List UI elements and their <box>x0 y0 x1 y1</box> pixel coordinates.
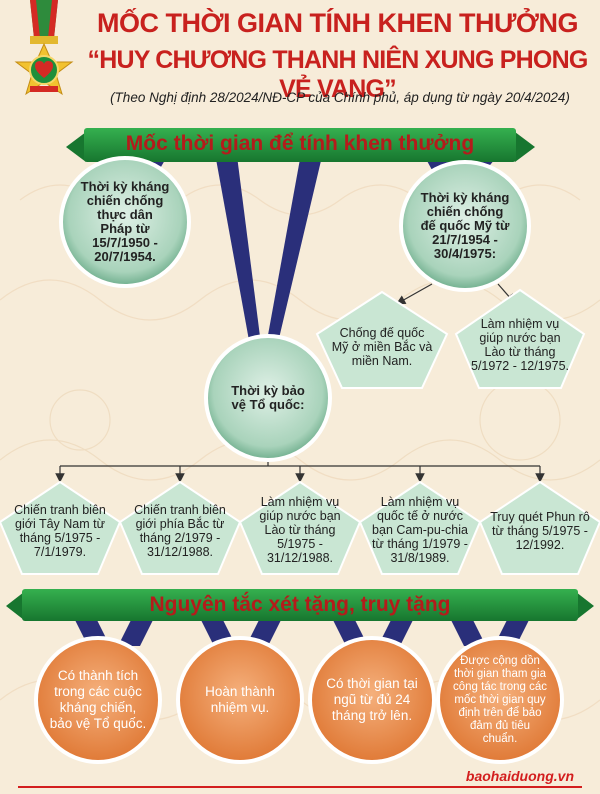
pentagon-fulro <box>478 480 600 575</box>
principle-4: Được cộng dồn thời gian tham gia công tá… <box>453 654 547 745</box>
orange-circle-3 <box>308 636 436 764</box>
defense-item-4: Làm nhiệm vụ quốc tế ở nước bạn Cam-pu-c… <box>372 495 468 565</box>
circle-defense <box>204 334 332 462</box>
pentagon-laos <box>454 288 586 389</box>
pentagon-southwest <box>0 480 122 575</box>
defense-item-1: Chiến tranh biên giới Tây Nam từ tháng 5… <box>14 503 106 559</box>
node-defense-text: Thời kỳ bảo vệ Tổ quốc: <box>231 383 305 412</box>
circle-french <box>59 156 191 288</box>
defense-item-2: Chiến tranh biên giới phía Bắc từ tháng … <box>134 503 226 559</box>
orange-circle-4 <box>436 636 564 764</box>
defense-item-5: Truy quét Phun rô từ tháng 5/1975 - 12/1… <box>490 510 590 552</box>
principle-2: Hoàn thành nhiệm vụ. <box>205 684 275 715</box>
banner-2 <box>6 589 594 621</box>
node-laos-text: Làm nhiệm vụ giúp nước bạn Lào từ tháng … <box>471 317 569 373</box>
medal-icon <box>14 0 74 96</box>
orange-circle-2 <box>176 636 304 764</box>
principle-3: Có thời gian tại ngũ từ đủ 24 tháng trở … <box>326 676 418 723</box>
title-line-2: “HUY CHƯƠNG THANH NIÊN XUNG PHONG VẺ VAN… <box>87 46 589 103</box>
pentagon-north-south <box>315 290 449 389</box>
source-credit: baohaiduong.vn <box>465 768 574 784</box>
banner-1-title: Mốc thời gian để tính khen thưởng <box>125 132 475 155</box>
pentagon-laos-2 <box>238 480 362 575</box>
subtitle: (Theo Nghị định 28/2024/NĐ-CP của Chính … <box>110 90 570 105</box>
banner-1 <box>66 128 535 162</box>
pentagon-cambodia <box>358 480 482 575</box>
defense-item-3: Làm nhiệm vụ giúp nước bạn Lào từ tháng … <box>259 495 341 565</box>
title-line-1: MỐC THỜI GIAN TÍNH KHEN THƯỞNG <box>97 8 578 38</box>
pentagon-north-border <box>118 480 242 575</box>
node-us-text: Thời kỳ kháng chiến chống đế quốc Mỹ từ … <box>420 190 510 261</box>
node-north-south-text: Chống đế quốc Mỹ ở miền Bắc và miền Nam. <box>331 326 433 368</box>
orange-circle-1 <box>34 636 162 764</box>
banner-2-title: Nguyên tắc xét tặng, truy tặng <box>149 593 451 616</box>
principle-1: Có thành tích trong các cuộc kháng chiến… <box>49 668 147 731</box>
circle-us <box>399 160 531 292</box>
node-french-text: Thời kỳ kháng chiến chống thực dân Pháp … <box>80 179 170 264</box>
